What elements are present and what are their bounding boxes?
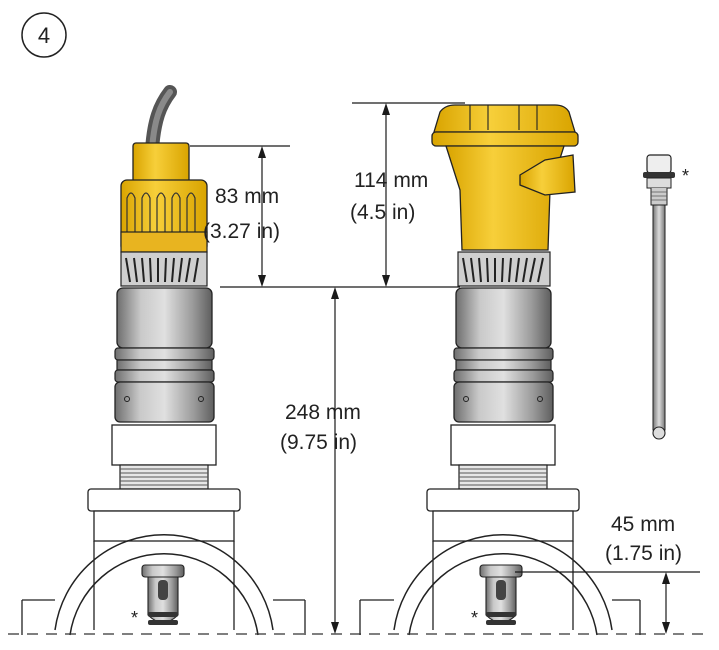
dimension-lines	[190, 102, 700, 634]
step-number: 4	[38, 23, 50, 48]
dim-248-in: (9.75 in)	[280, 431, 357, 454]
dim-45-mm: 45 mm	[611, 513, 675, 536]
dim-83-mm: 83 mm	[215, 185, 279, 208]
left-sensor: *	[21, 85, 306, 636]
pipe-inner	[69, 552, 259, 636]
cable-entry	[519, 154, 576, 196]
probe-rod: *	[643, 154, 689, 440]
footnote-marker: *	[682, 166, 689, 186]
pipe-outer	[54, 534, 274, 631]
right-sensor: *	[359, 104, 641, 636]
housing-lid	[433, 104, 576, 133]
dim-45-in: (1.75 in)	[605, 542, 682, 565]
step-badge: 4	[21, 12, 67, 58]
footnote-marker: *	[131, 608, 138, 628]
probe-tip	[141, 564, 185, 578]
footnote-marker: *	[471, 608, 478, 628]
dim-248-mm: 248 mm	[285, 401, 361, 424]
pipe-tee-top	[87, 488, 241, 512]
dim-83-in: (3.27 in)	[203, 220, 280, 243]
sensor-body-upper	[116, 287, 213, 349]
dim-114-mm: 114 mm	[354, 169, 428, 192]
connector-cap	[132, 142, 190, 184]
hex-fitting	[111, 424, 217, 466]
dim-114-in: (4.5 in)	[350, 201, 415, 224]
